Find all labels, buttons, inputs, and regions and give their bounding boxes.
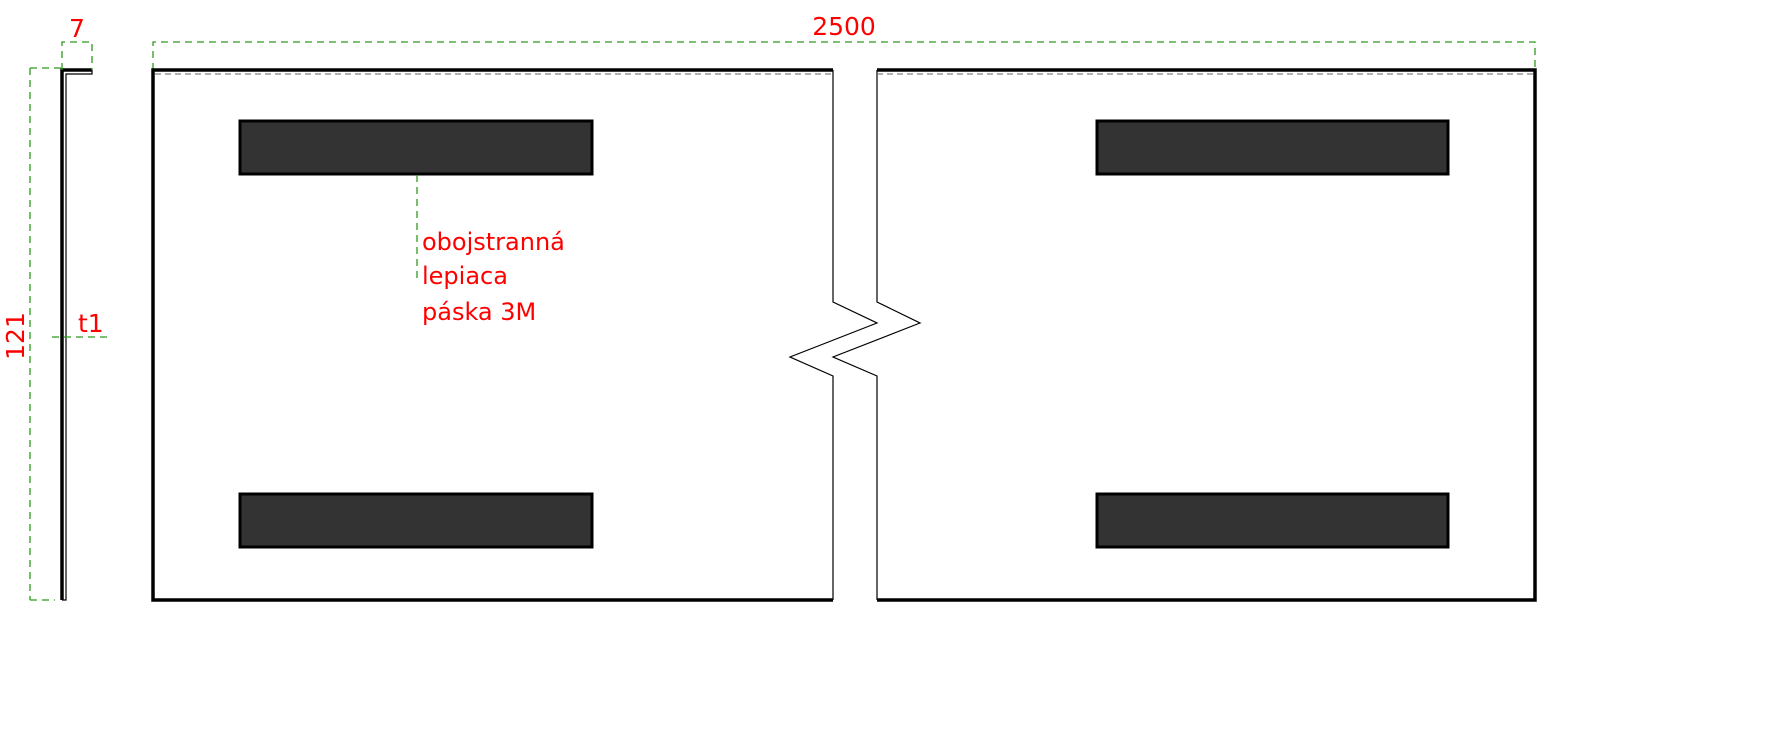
dimension-thickness: t1 <box>52 309 107 338</box>
annotation-line: páska 3M <box>422 298 536 326</box>
tape-annotation: obojstranná lepiaca páska 3M <box>416 175 565 326</box>
dimension-height-label: 121 <box>1 312 30 360</box>
dimension-height: 121 <box>1 67 62 601</box>
adhesive-tape <box>1095 119 1450 176</box>
dimension-length: 2500 <box>152 12 1536 70</box>
annotation-line: obojstranná <box>422 228 565 256</box>
dimension-flange-label: 7 <box>69 14 85 43</box>
adhesive-tape <box>238 492 594 549</box>
annotation-line: lepiaca <box>422 262 508 290</box>
panel-right <box>831 68 1537 602</box>
dimension-length-label: 2500 <box>812 12 876 41</box>
dimension-thickness-label: t1 <box>78 309 104 338</box>
adhesive-tape <box>238 119 594 176</box>
adhesive-tape <box>1095 492 1450 549</box>
panel-left <box>151 68 879 602</box>
dimension-flange: 7 <box>61 14 93 70</box>
